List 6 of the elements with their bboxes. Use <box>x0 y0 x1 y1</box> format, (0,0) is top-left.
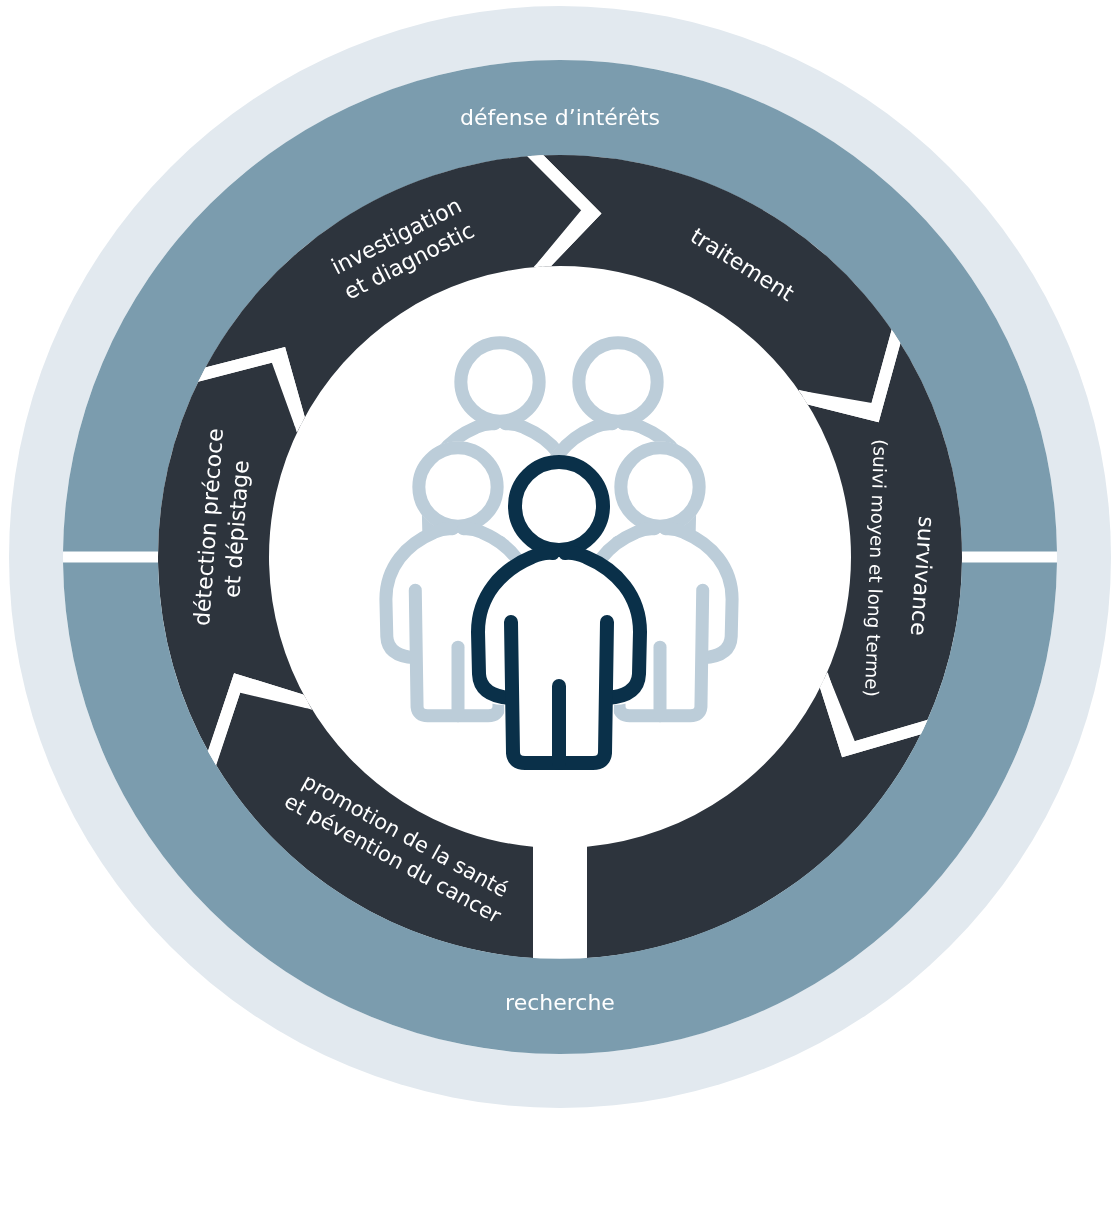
stage-label: survivance <box>904 515 940 637</box>
band-label: défense d’intérêts <box>459 104 661 132</box>
stage-label: détection précoce et dépistage <box>188 425 255 629</box>
chevron-arrow <box>797 330 903 423</box>
band-label: recherche <box>505 989 615 1017</box>
stage-note: (suivi moyen et long terme) <box>859 438 892 698</box>
